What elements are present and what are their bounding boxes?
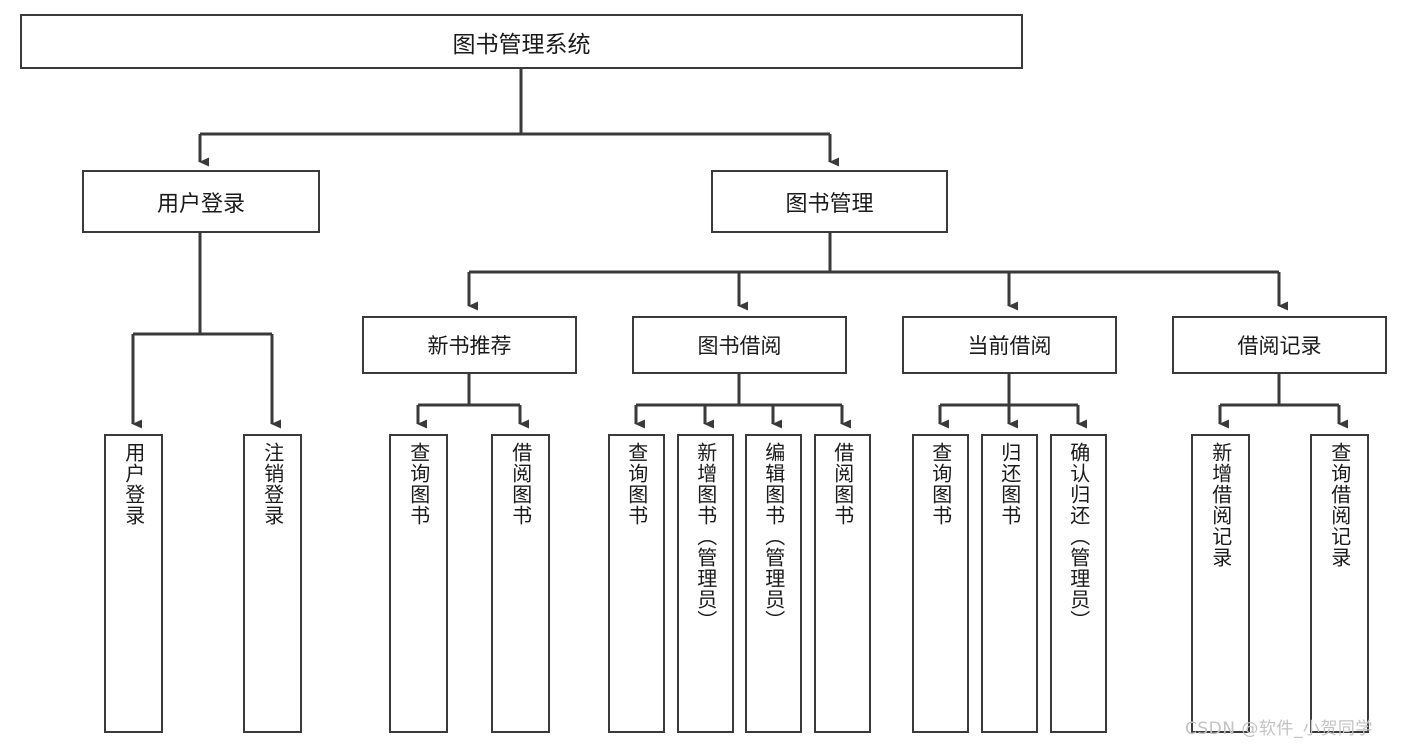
node-borrow-record[interactable]: 借阅记录	[1172, 316, 1387, 374]
node-current-borrow[interactable]: 当前借阅	[902, 316, 1117, 374]
node-book-management[interactable]: 图书管理	[711, 170, 948, 233]
leaf-label: 借阅图书	[830, 442, 855, 526]
leaf-label: 查询图书	[624, 442, 649, 526]
node-book-borrow[interactable]: 图书借阅	[632, 316, 847, 374]
leaf-label: 查询借阅记录	[1327, 442, 1352, 568]
leaf-label: 确认归还（管理员）	[1066, 442, 1091, 631]
leaf-new-book-recommend-2[interactable]: 借阅图书	[491, 434, 550, 733]
leaf-borrow-record-1[interactable]: 新增借阅记录	[1191, 434, 1250, 733]
node-user-login[interactable]: 用户登录	[82, 170, 320, 233]
leaf-label: 查询图书	[406, 442, 431, 526]
leaf-borrow-record-2[interactable]: 查询借阅记录	[1310, 434, 1369, 733]
leaf-label: 查询图书	[928, 442, 953, 526]
leaf-label: 新增图书（管理员）	[693, 442, 718, 631]
leaf-user-login-1[interactable]: 用户登录	[104, 434, 163, 733]
leaf-book-borrow-2[interactable]: 新增图书（管理员）	[677, 434, 734, 733]
node-book-management-label: 图书管理	[785, 191, 874, 217]
leaf-current-borrow-1[interactable]: 查询图书	[912, 434, 969, 733]
leaf-label: 注销登录	[260, 442, 285, 526]
leaf-user-login-2[interactable]: 注销登录	[243, 434, 302, 733]
leaf-label: 归还图书	[997, 442, 1022, 526]
leaf-label: 用户登录	[121, 442, 146, 526]
node-user-login-label: 用户登录	[156, 191, 245, 217]
node-borrow-record-label: 借阅记录	[1237, 334, 1322, 358]
node-new-book-recommend[interactable]: 新书推荐	[362, 316, 577, 374]
leaf-book-borrow-4[interactable]: 借阅图书	[814, 434, 871, 733]
leaf-new-book-recommend-1[interactable]: 查询图书	[389, 434, 448, 733]
node-book-borrow-label: 图书借阅	[697, 334, 782, 358]
leaf-book-borrow-3[interactable]: 编辑图书（管理员）	[745, 434, 802, 733]
node-current-borrow-label: 当前借阅	[967, 334, 1052, 358]
leaf-book-borrow-1[interactable]: 查询图书	[608, 434, 665, 733]
node-root[interactable]: 图书管理系统	[20, 14, 1023, 69]
leaf-current-borrow-3[interactable]: 确认归还（管理员）	[1050, 434, 1107, 733]
leaf-label: 借阅图书	[508, 442, 533, 526]
leaf-label: 编辑图书（管理员）	[761, 442, 786, 631]
node-new-book-recommend-label: 新书推荐	[427, 334, 512, 358]
leaf-label: 新增借阅记录	[1208, 442, 1233, 568]
node-root-label: 图书管理系统	[452, 31, 591, 58]
leaf-current-borrow-2[interactable]: 归还图书	[981, 434, 1038, 733]
watermark: CSDN @软件_小贺同学	[1185, 719, 1373, 739]
